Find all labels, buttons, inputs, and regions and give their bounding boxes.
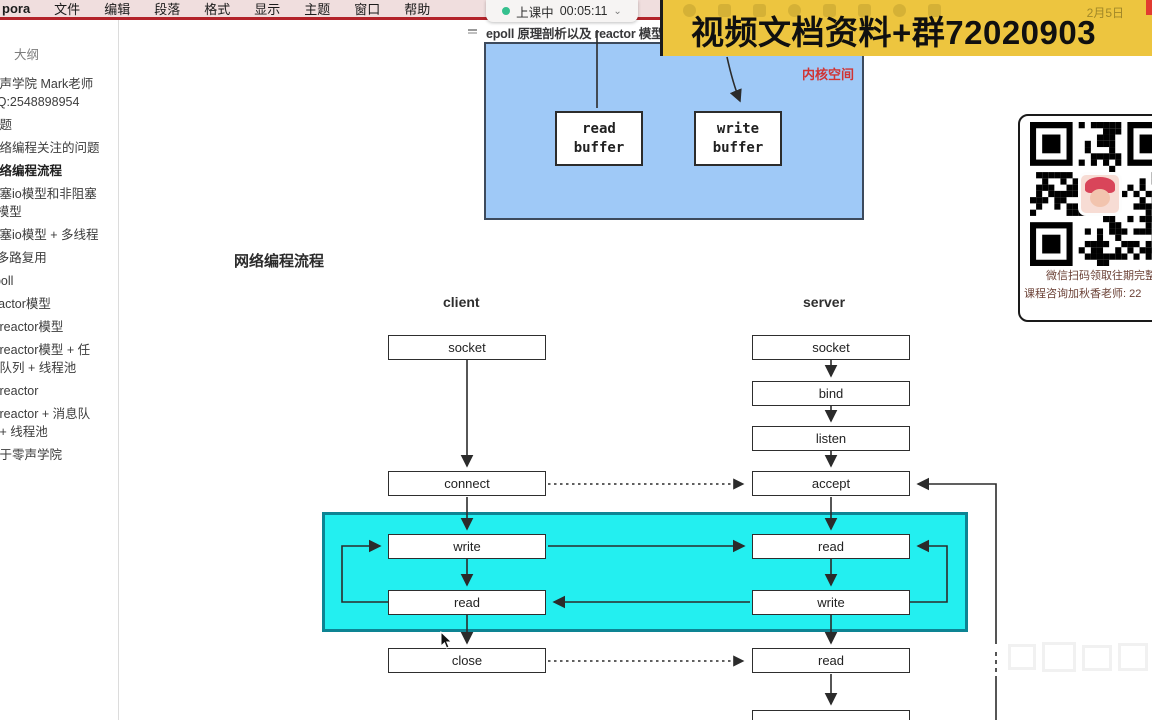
sidebar-item[interactable]: io多路复用: [0, 251, 47, 265]
corner-red-indicator: [1146, 0, 1152, 15]
qr-panel: 微信扫码领取往期完整 课程咨询加秋香老师: 22: [1018, 114, 1152, 322]
write-buffer-box[interactable]: write buffer: [694, 111, 782, 166]
sidebar-item[interactable]: 单reactor模型: [0, 320, 64, 334]
kernel-space-label: 内核空间: [801, 67, 854, 82]
server-label: server: [803, 294, 846, 310]
sidebar-item[interactable]: 关于零声学院: [0, 448, 63, 462]
flow-box-client-close[interactable]: close: [388, 648, 546, 673]
flow-box-server-accept[interactable]: accept: [752, 471, 910, 496]
outline-header: 大纲: [14, 48, 40, 62]
flow-box-client-read[interactable]: read: [388, 590, 546, 615]
qr-caption-line1: 微信扫码领取往期完整: [1046, 270, 1152, 282]
promo-banner: 2月5日 视频文档资料+群72020903: [660, 0, 1152, 56]
recording-dot-icon: [502, 7, 511, 15]
flow-box-server-listen[interactable]: listen: [752, 426, 910, 451]
sidebar-item[interactable]: 阻塞io模型和非阻塞 io模型: [0, 187, 97, 219]
menubar-date: 2月5日: [1086, 6, 1124, 20]
timer-time: 00:05:11: [559, 4, 608, 18]
avatar-hat: [1085, 177, 1115, 193]
avatar-face: [1090, 189, 1110, 207]
menu-item-window[interactable]: 窗口: [354, 2, 381, 17]
flow-box-server-read1[interactable]: read: [752, 534, 910, 559]
menu-item-format[interactable]: 格式: [204, 2, 231, 17]
flow-box-server-bottom-partial[interactable]: [752, 710, 910, 720]
flow-box-server-read2[interactable]: read: [752, 648, 910, 673]
menu-item-file[interactable]: 文件: [54, 2, 81, 17]
watermark: [1118, 643, 1148, 671]
client-label: client: [443, 294, 480, 310]
flow-box-server-bind[interactable]: bind: [752, 381, 910, 406]
flow-box-server-socket[interactable]: socket: [752, 335, 910, 360]
menu-item-theme[interactable]: 主题: [304, 2, 331, 17]
class-timer-pill[interactable]: 上课中 00:05:11 ⌄: [486, 0, 638, 22]
sidebar-item[interactable]: 单reactor模型 + 任 务队列 + 线程池: [0, 343, 91, 375]
sidebar-item[interactable]: 主题: [0, 118, 13, 132]
menu-item-paragraph[interactable]: 段落: [154, 2, 181, 17]
promo-banner-text: 视频文档资料+群72020903: [691, 14, 1097, 51]
sidebar-item-active[interactable]: 网络编程流程: [0, 164, 63, 178]
doc-title: epoll 原理剖析以及 reactor 模型应用: [486, 23, 688, 42]
sidebar-item[interactable]: epoll: [0, 274, 14, 288]
mouse-cursor: [440, 631, 453, 649]
watermark: [1008, 644, 1036, 670]
doc-collapse-icon[interactable]: [468, 29, 477, 31]
watermark: [1082, 645, 1112, 671]
sidebar-item[interactable]: 阻塞io模型 + 多线程: [0, 228, 99, 242]
menu-item-view[interactable]: 显示: [254, 2, 281, 17]
timer-status: 上课中: [516, 5, 554, 20]
qr-code: [1030, 122, 1152, 266]
qr-caption-line2: 课程咨询加秋香老师: 22: [1024, 288, 1142, 300]
sidebar-item[interactable]: 网络编程关注的问题: [0, 141, 100, 155]
app-menu[interactable]: pora: [2, 1, 31, 16]
outline-sidebar: 大纲 零声学院 Mark老师 QQ:2548898954 主题 网络编程关注的问…: [0, 20, 119, 720]
menu-item-edit[interactable]: 编辑: [104, 2, 131, 17]
flow-box-client-socket[interactable]: socket: [388, 335, 546, 360]
menu-item-help[interactable]: 帮助: [404, 2, 431, 17]
sidebar-item[interactable]: 多reactor + 消息队 列+ 线程池: [0, 407, 91, 439]
flow-box-client-connect[interactable]: connect: [388, 471, 546, 496]
doc-title-main: epoll 原理剖析以及 reactor 模型: [486, 27, 664, 41]
sidebar-item[interactable]: 零声学院 Mark老师 QQ:2548898954: [0, 77, 94, 109]
read-buffer-box[interactable]: read buffer: [555, 111, 643, 166]
qr-avatar: [1078, 172, 1122, 216]
chevron-down-icon[interactable]: ⌄: [613, 5, 622, 17]
flow-box-server-write[interactable]: write: [752, 590, 910, 615]
watermark: [1042, 642, 1076, 672]
kernel-space-box[interactable]: 内核空间 read buffer write buffer: [484, 42, 864, 220]
outline-items: 零声学院 Mark老师 QQ:2548898954 主题 网络编程关注的问题 网…: [0, 75, 118, 464]
menubar-status-icons: [683, 4, 941, 17]
flow-box-client-write[interactable]: write: [388, 534, 546, 559]
sidebar-item[interactable]: 多reactor: [0, 384, 39, 398]
section-heading: 网络编程流程: [234, 253, 325, 270]
